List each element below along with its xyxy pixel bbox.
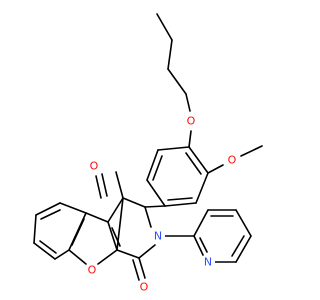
bond <box>107 221 118 251</box>
bond <box>59 202 87 214</box>
bond <box>144 206 152 228</box>
bond <box>97 249 118 265</box>
bond <box>35 202 61 216</box>
bond <box>101 173 108 197</box>
bond <box>40 209 61 220</box>
svg-text:N: N <box>154 230 162 243</box>
svg-text:O: O <box>228 154 237 167</box>
svg-text:O: O <box>187 115 196 128</box>
bond <box>167 68 187 95</box>
bond <box>138 244 156 259</box>
bond <box>152 155 163 181</box>
atom-labels: O O O N N O O <box>85 114 239 294</box>
bond <box>146 179 166 207</box>
bond <box>116 249 140 259</box>
svg-text:O: O <box>88 264 97 277</box>
bond <box>231 235 245 257</box>
atom-nitrogen-lactam: N <box>151 229 165 243</box>
bond <box>54 249 70 260</box>
bond <box>188 146 209 174</box>
bond <box>144 205 166 208</box>
bond <box>39 240 57 254</box>
bond <box>33 242 56 260</box>
bond <box>235 235 252 263</box>
atom-nitrogen-pyridine: N <box>201 255 215 269</box>
bond <box>188 130 192 148</box>
atom-oxygen-keto9: O <box>87 159 101 173</box>
bond <box>95 175 102 199</box>
bond <box>185 152 202 175</box>
bond <box>107 197 124 223</box>
bond <box>115 171 124 199</box>
bond <box>207 164 224 174</box>
bond <box>193 235 204 256</box>
bond <box>85 212 109 223</box>
atom-oxygen-ether: O <box>184 114 198 128</box>
bond <box>185 93 191 112</box>
bond <box>111 227 121 247</box>
bond <box>146 149 159 181</box>
svg-text:O: O <box>140 281 149 294</box>
molecule-structure-diagram: O O O N N O O <box>33 13 263 294</box>
bond <box>199 237 208 253</box>
bond <box>68 249 87 265</box>
bond <box>235 209 252 237</box>
bond <box>167 197 193 201</box>
atom-oxygen-chromene: O <box>85 263 99 277</box>
bond <box>71 218 85 246</box>
bond <box>193 209 209 237</box>
bond <box>164 202 197 207</box>
bond <box>122 197 146 208</box>
bond <box>132 259 140 281</box>
bond <box>240 145 263 157</box>
bond <box>156 13 173 41</box>
svg-text:N: N <box>204 256 212 269</box>
bond <box>167 39 173 70</box>
atom-oxygen-keto3: O <box>137 280 151 294</box>
atom-oxygen-methoxy: O <box>225 153 239 167</box>
bond <box>195 172 209 204</box>
bond <box>33 214 37 244</box>
svg-text:O: O <box>90 160 99 173</box>
bond <box>157 146 190 151</box>
bond <box>138 257 146 279</box>
bond-lines <box>33 13 263 281</box>
